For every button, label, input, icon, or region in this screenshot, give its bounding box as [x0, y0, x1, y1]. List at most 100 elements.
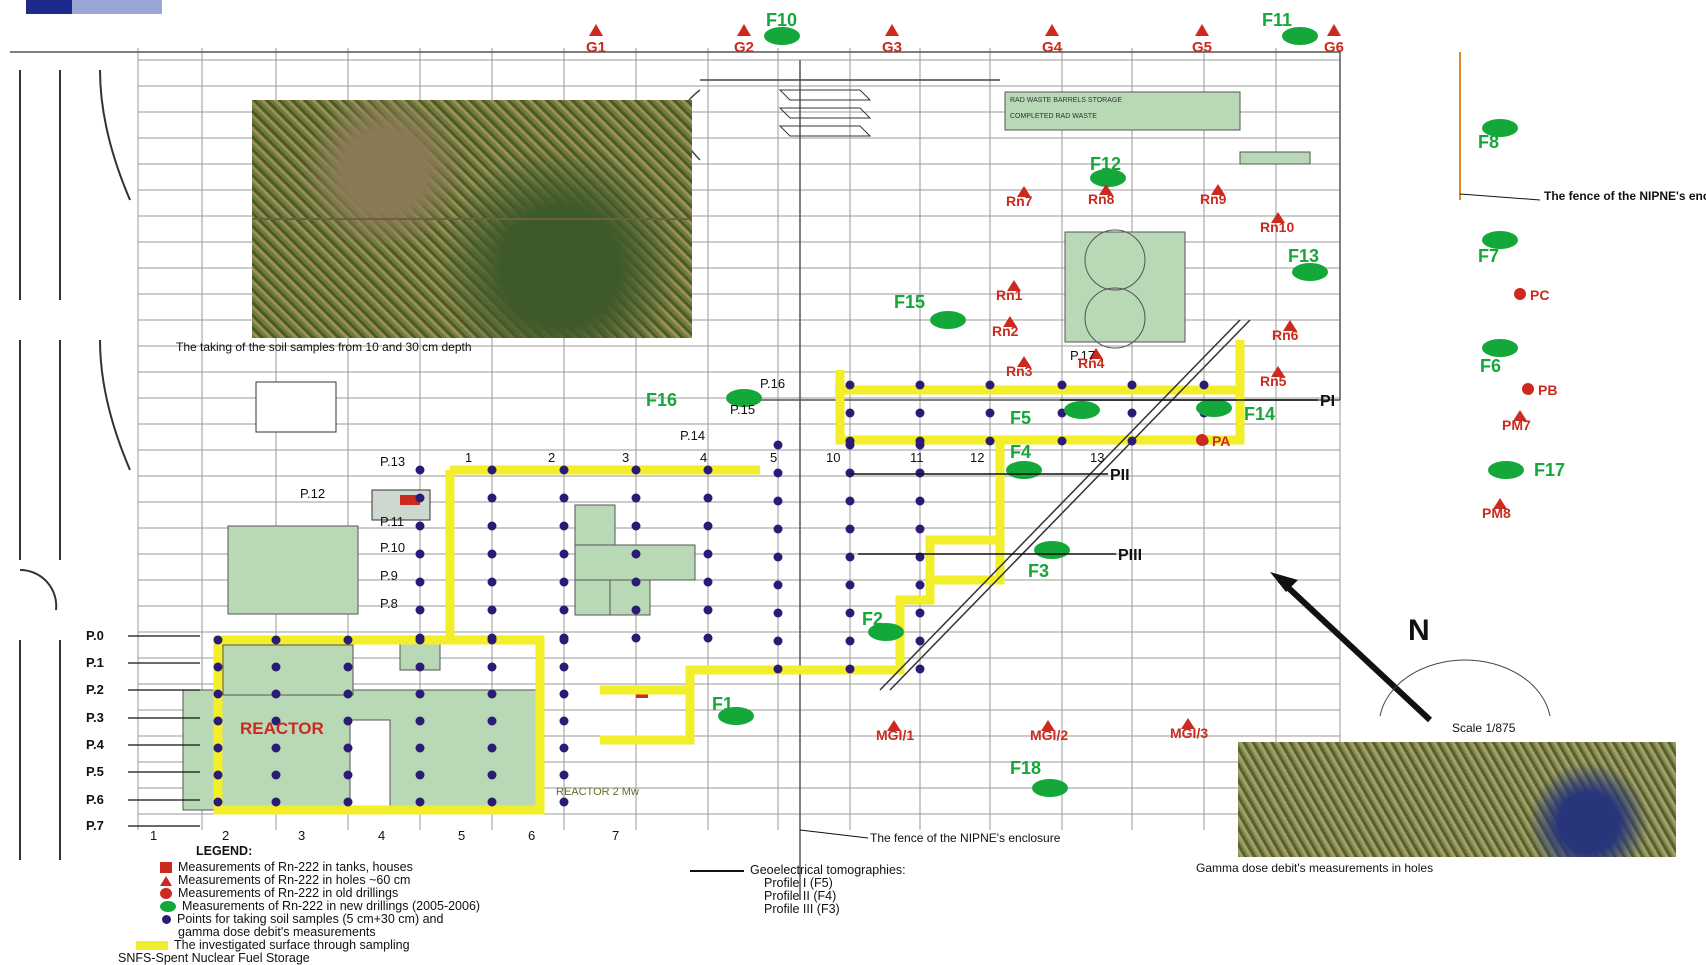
- soil-point: [487, 797, 497, 807]
- soil-point: [631, 465, 641, 475]
- route-3: [685, 340, 1245, 690]
- drilling-label: F15: [894, 292, 925, 312]
- hole-marker-icon: [887, 720, 901, 731]
- fence-label-top: The fence of the NIPNE's enclosure: [1544, 189, 1706, 203]
- col-number-bottom: 3: [298, 828, 305, 843]
- profile-1: Profile I (F5): [764, 876, 833, 890]
- profile-3: Profile III (F3): [764, 902, 840, 916]
- soil-point: [213, 770, 223, 780]
- soil-point: [559, 662, 569, 672]
- row-label: P.7: [86, 818, 104, 833]
- hole-marker-icon: [1007, 280, 1021, 291]
- col-number-top: 11: [910, 450, 924, 465]
- gamma-marker-icon: [1327, 24, 1341, 36]
- drilling-icon: [1292, 263, 1328, 281]
- row-label: P.0: [86, 628, 104, 643]
- soil-point: [487, 549, 497, 559]
- soil-point: [703, 633, 713, 643]
- drilling-label: F3: [1028, 561, 1049, 581]
- soil-point: [559, 770, 569, 780]
- soil-point: [845, 664, 855, 674]
- drilling-icon: [1282, 27, 1318, 45]
- gamma-label: G4: [1042, 39, 1063, 56]
- corner-accent: [26, 0, 72, 14]
- soil-point: [415, 577, 425, 587]
- gamma-label: G2: [734, 39, 754, 56]
- soil-sampling-photo: [252, 100, 692, 338]
- gamma-measurement-photo: [1238, 742, 1676, 857]
- hole-label: PM8: [1482, 505, 1511, 521]
- gamma-label: G1: [586, 39, 606, 56]
- hole-label: Rn1: [996, 287, 1023, 303]
- hole-label: Rn3: [1006, 363, 1033, 379]
- soil-point: [415, 797, 425, 807]
- soil-point: [1199, 380, 1209, 390]
- small-building-f13: [255, 381, 337, 433]
- hole-marker-icon: [1271, 212, 1285, 223]
- col-number-top: 5: [770, 450, 777, 465]
- waste-label-2: COMPLETED RAD WASTE: [1010, 113, 1097, 120]
- soil-point: [213, 743, 223, 753]
- row-label-upper: P.13: [380, 454, 405, 469]
- row-label-upper: P.11: [380, 514, 404, 529]
- row-label-upper: P.9: [380, 568, 398, 583]
- hole-marker-icon: [1099, 184, 1113, 195]
- row-label-upper: P.12: [300, 486, 325, 501]
- soil-point: [343, 743, 353, 753]
- col-number-bottom: 6: [528, 828, 535, 843]
- drilling-label: F10: [766, 10, 797, 30]
- col-number-top: 10: [826, 450, 840, 465]
- drilling-icon: [726, 389, 762, 407]
- waste-label-1: RAD WASTE BARRELS STORAGE: [1010, 97, 1122, 104]
- building-west: [227, 525, 359, 615]
- red-triangle-icon: [160, 875, 172, 886]
- soil-point: [631, 633, 641, 643]
- drilling-label: F18: [1010, 758, 1041, 778]
- soil-point: [271, 797, 281, 807]
- route-0: [213, 635, 545, 815]
- soil-point: [271, 635, 281, 645]
- soil-point: [213, 689, 223, 699]
- road-arc: [19, 568, 58, 611]
- soil-point: [1057, 436, 1067, 446]
- soil-point: [845, 524, 855, 534]
- soil-point: [1127, 436, 1137, 446]
- snfs-annex: [609, 579, 651, 616]
- red-square-icon: [160, 862, 172, 873]
- soil-point: [415, 549, 425, 559]
- soil-point: [773, 440, 783, 450]
- soil-point: [703, 605, 713, 615]
- soil-point: [915, 408, 925, 418]
- site-structures: RAD WASTE BARRELS STORAGE COMPLETED RAD W…: [10, 51, 1461, 900]
- hole-marker-icon: [1181, 718, 1195, 729]
- soil-point: [915, 664, 925, 674]
- soil-point: [773, 552, 783, 562]
- soil-point: [915, 636, 925, 646]
- tank-building: [1064, 231, 1186, 343]
- col-number-bottom: 5: [458, 828, 465, 843]
- soil-point: [415, 493, 425, 503]
- hole-marker-icon: [1513, 410, 1527, 421]
- fence-pointer-top: [1459, 193, 1541, 201]
- soil-point: [559, 797, 569, 807]
- hole-label: Rn9: [1200, 191, 1227, 207]
- soil-point: [343, 635, 353, 645]
- soil-point: [845, 468, 855, 478]
- reactor-label: REACTOR: [240, 719, 324, 738]
- hole-label: Rn8: [1088, 191, 1115, 207]
- drilling-icon: [1196, 399, 1232, 417]
- soil-point: [773, 636, 783, 646]
- drilling-icon: [1482, 119, 1518, 137]
- row-label-upper: P.10: [380, 540, 405, 555]
- reactor-wing: [222, 644, 354, 696]
- map-legend: LEGEND: Measurements of Rn-222 in tanks,…: [118, 844, 481, 965]
- soil-point: [915, 380, 925, 390]
- hole-label: Rn5: [1260, 373, 1287, 389]
- soil-point: [915, 524, 925, 534]
- road-left: [19, 70, 61, 860]
- soil-point: [915, 468, 925, 478]
- hole-marker-icon: [1211, 184, 1225, 195]
- stairs: [778, 89, 872, 137]
- soil-point: [559, 716, 569, 726]
